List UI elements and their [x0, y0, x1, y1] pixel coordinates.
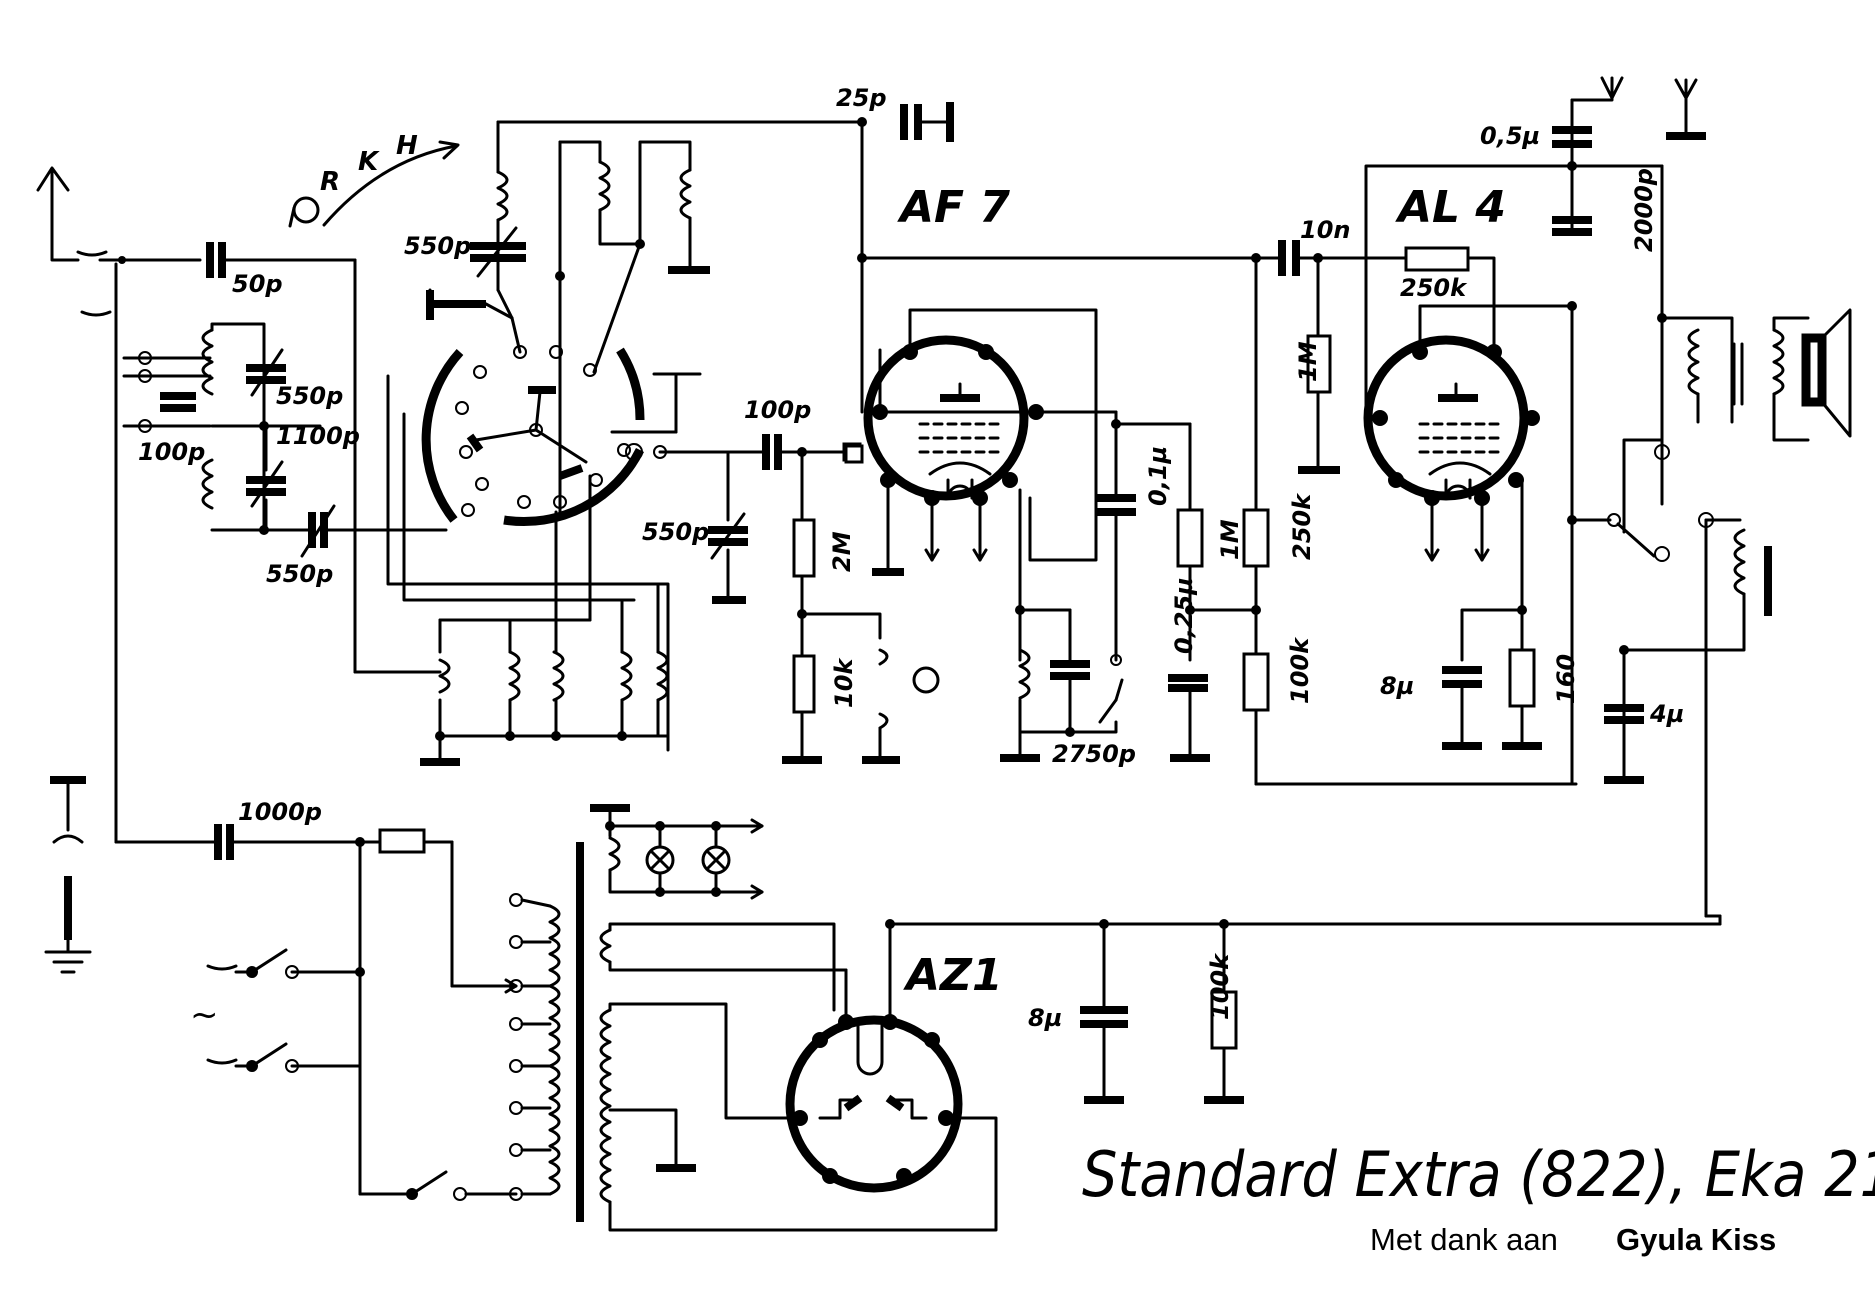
label-100p-grid: 100p — [744, 396, 811, 424]
psu-filter: 8µ 100k — [1028, 919, 1244, 1104]
label-550p-osc-trim: 550p — [404, 232, 471, 260]
band-letter-r: R — [320, 167, 340, 197]
waveband-switch — [421, 288, 740, 527]
oscillator-coils: 550p — [404, 120, 864, 514]
af7-plate-network: 0,1µ 1M 0,25µ 250k 100k — [1034, 253, 1578, 786]
label-550p-series: 550p — [266, 560, 333, 588]
label-al4: AL 4 — [1395, 182, 1506, 233]
label-250k-grid: 250k — [1400, 274, 1468, 302]
band-letter-h: H — [396, 131, 418, 161]
power-supply: 1000p ~ — [190, 798, 518, 1201]
label-550p-tuning: 550p — [642, 518, 709, 546]
al4-cathode-network: 8µ 160 — [1380, 605, 1580, 750]
credit-name: Gyula Kiss — [1616, 1222, 1776, 1257]
label-100k-psu: 100k — [1206, 952, 1234, 1020]
label-2m: 2M — [828, 531, 856, 572]
credit-prefix: Met dank aan — [1370, 1222, 1558, 1257]
af7-cathode-network: 2750p — [1000, 605, 1136, 768]
label-160: 160 — [1552, 654, 1580, 704]
label-2750p: 2750p — [1052, 740, 1136, 768]
label-8u-cathode: 8µ — [1380, 672, 1414, 700]
schematic-title: Standard Extra (822), Eka 218 — [1082, 1138, 1875, 1211]
label-1m-screen: 1M — [1216, 519, 1244, 560]
label-100p-aerial: 100p — [138, 438, 205, 466]
label-1100p: 1100p — [276, 422, 360, 450]
tube-af7: AF 7 — [844, 117, 1286, 662]
label-550p-trim: 550p — [276, 382, 343, 410]
tube-al4: 10n 250k 1M A — [1254, 164, 1664, 652]
label-50p: 50p — [232, 270, 283, 298]
tube-az1: AZ1 — [785, 914, 1722, 1193]
mains-transformer — [509, 804, 998, 1232]
label-25p: 25p — [836, 84, 887, 112]
output-stage: 0,5µ 2000p 4 — [1480, 76, 1852, 918]
label-100k: 100k — [1286, 636, 1314, 704]
label-1000p: 1000p — [238, 798, 322, 826]
band-selector-indicator: R K H — [288, 131, 460, 228]
label-az1: AZ1 — [903, 950, 1003, 1001]
label-2000p: 2000p — [1630, 168, 1658, 252]
label-10k: 10k — [830, 657, 858, 708]
capacitor-50p: 50p — [206, 242, 442, 674]
label-8u-psu: 8µ — [1028, 1004, 1062, 1032]
aerial-coil-block: 100p 550p 1100p 550p — [118, 256, 448, 588]
label-af7: AF 7 — [897, 182, 1010, 233]
capacitor-25p: 25p — [836, 84, 954, 142]
aerial-input — [36, 166, 220, 844]
tuning-section: 100p 550p 2M 10k — [642, 396, 940, 764]
label-025u: 0,25µ — [1170, 577, 1198, 654]
ground-switch — [44, 776, 92, 974]
bandswitch-coils — [386, 374, 670, 766]
label-10n: 10n — [1300, 216, 1350, 244]
switch-ground — [426, 290, 488, 320]
label-01u: 0,1µ — [1144, 446, 1172, 506]
label-1m-grid: 1M — [1294, 341, 1322, 382]
mains-symbol: ~ — [190, 995, 219, 1035]
label-05u: 0,5µ — [1480, 122, 1540, 150]
band-letter-k: K — [358, 147, 380, 177]
label-250k-screen: 250k — [1288, 492, 1316, 560]
label-4u: 4µ — [1649, 700, 1684, 728]
